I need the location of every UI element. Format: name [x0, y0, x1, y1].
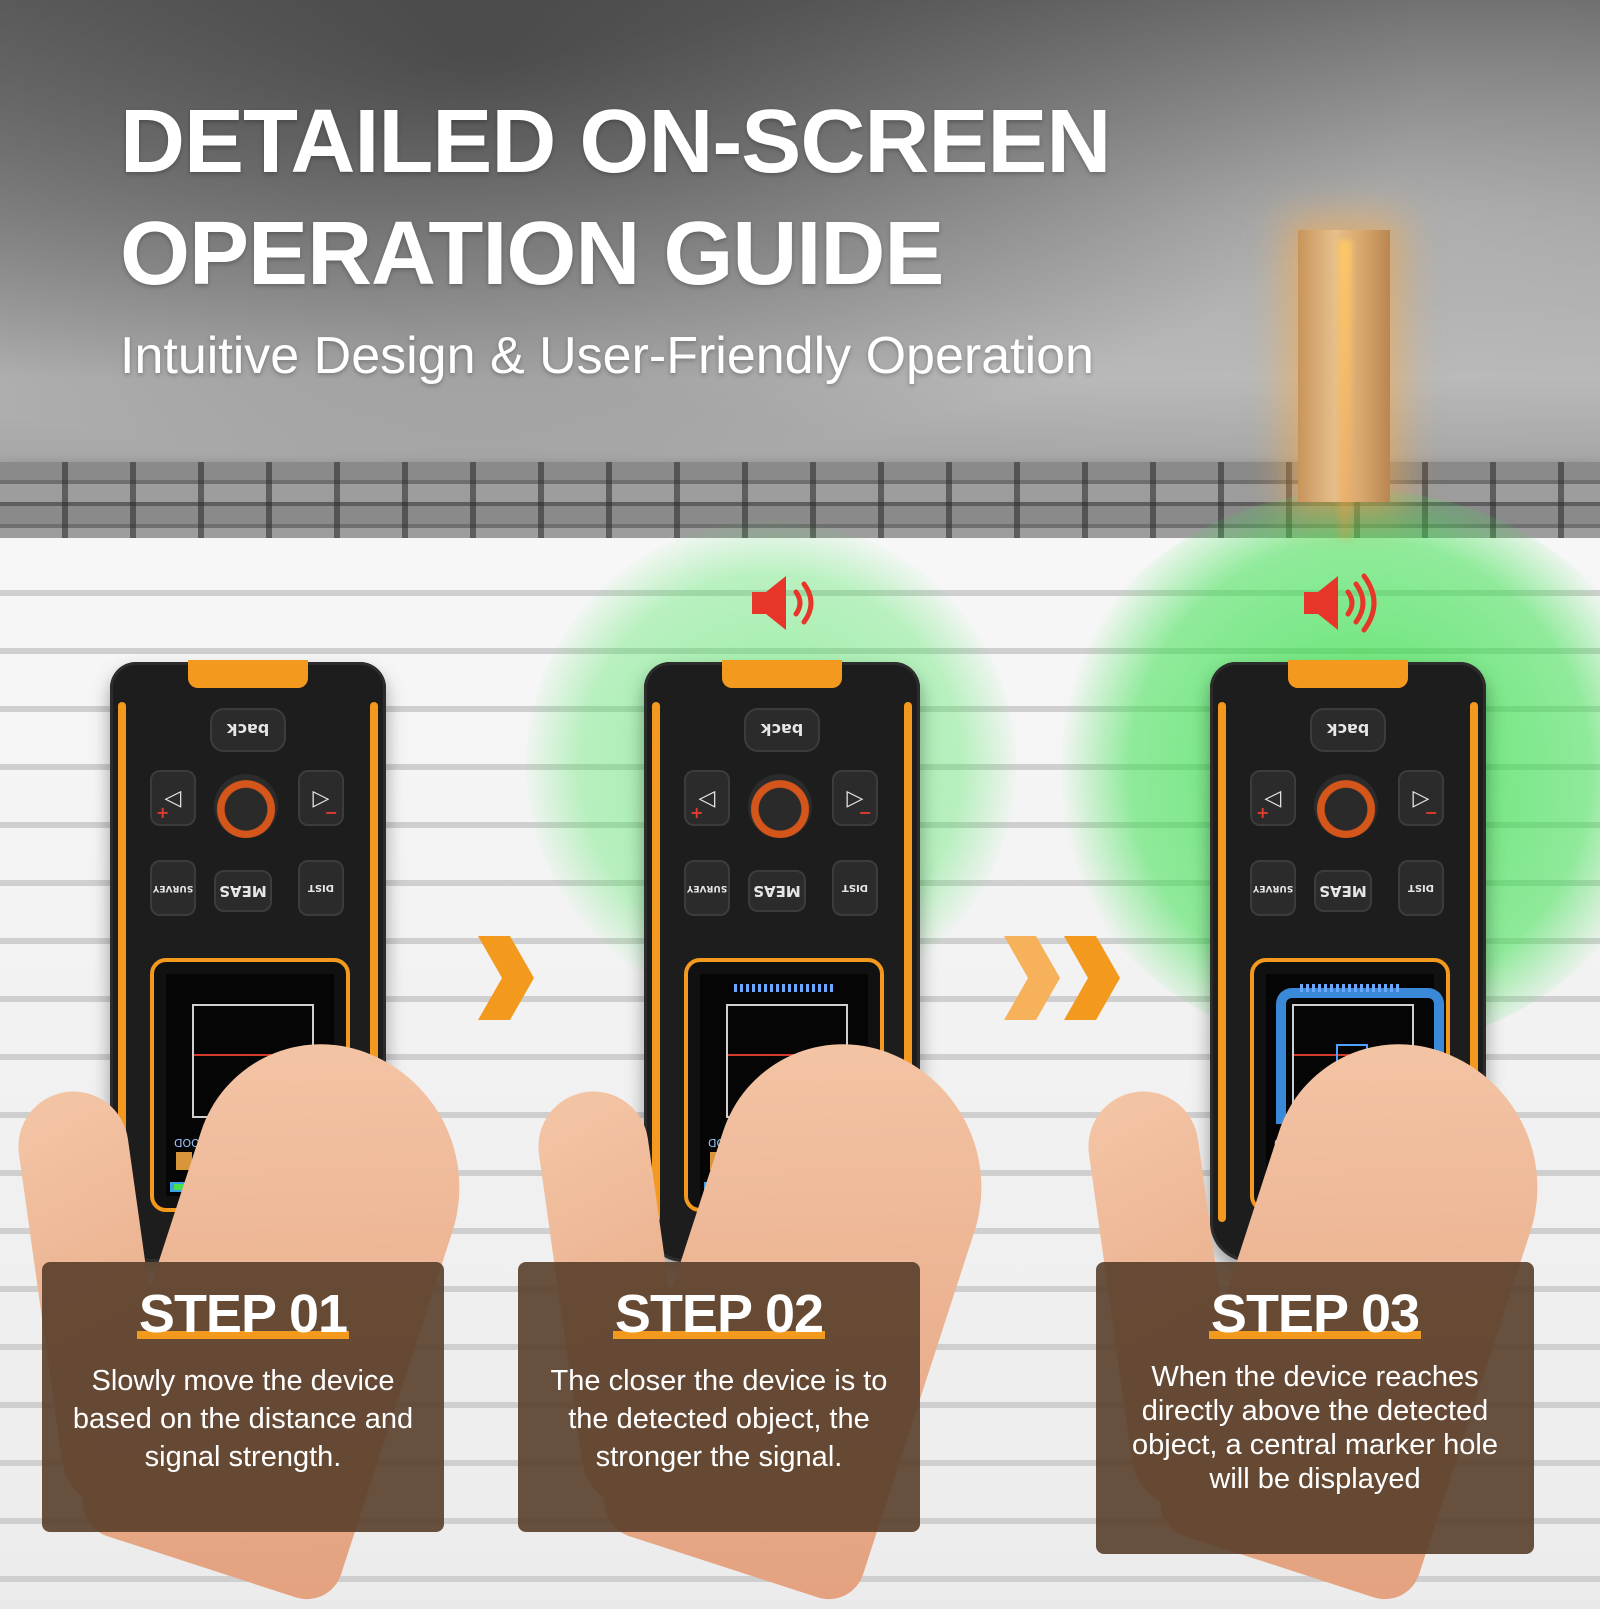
- meas-label: MEAS: [1319, 882, 1367, 900]
- back-button[interactable]: back: [744, 708, 820, 752]
- right-minus-button[interactable]: ▷−: [298, 770, 344, 826]
- speaker-icon: [752, 576, 814, 630]
- step-card-1: STEP 01 Slowly move the device based on …: [42, 1262, 444, 1532]
- power-knob[interactable]: [214, 774, 278, 838]
- minus-icon: −: [858, 803, 872, 822]
- step-title: STEP 01: [136, 1284, 350, 1344]
- device-top-sensor: [188, 660, 308, 688]
- meas-button[interactable]: MEAS: [1314, 870, 1372, 912]
- survey-label: SURVEY: [152, 883, 194, 893]
- power-knob[interactable]: [1314, 774, 1378, 838]
- page-subtitle: Intuitive Design & User-Friendly Operati…: [120, 327, 1094, 385]
- right-arrow-icon: ▷: [312, 785, 330, 811]
- wood-icon: [176, 1152, 192, 1170]
- meas-label: MEAS: [219, 882, 267, 900]
- device-top-sensor: [722, 660, 842, 688]
- signal-strength-bars: [734, 984, 834, 992]
- survey-label: SURVEY: [1252, 883, 1294, 893]
- left-arrow-icon: ◁: [1264, 785, 1282, 811]
- survey-button[interactable]: SURVEY: [684, 860, 730, 916]
- battery-icon: [174, 1184, 186, 1190]
- center-line: [194, 1054, 310, 1056]
- back-label: back: [1326, 720, 1370, 740]
- minus-icon: −: [1424, 803, 1438, 822]
- right-arrow-icon: ▷: [1412, 785, 1430, 811]
- title-line-2: OPERATION GUIDE: [120, 204, 944, 304]
- minus-icon: −: [324, 803, 338, 822]
- dist-label: DIST: [841, 882, 869, 894]
- dist-button[interactable]: DIST: [298, 860, 344, 916]
- survey-button[interactable]: SURVEY: [1250, 860, 1296, 916]
- step-description: The closer the device is to the detected…: [550, 1365, 888, 1473]
- signal-strength-bars: [1300, 984, 1400, 992]
- step-card-3: STEP 03 When the device reaches directly…: [1096, 1262, 1534, 1554]
- title-line-1: DETAILED ON-SCREEN: [120, 92, 1111, 192]
- dist-button[interactable]: DIST: [1398, 860, 1444, 916]
- survey-label: SURVEY: [686, 883, 728, 893]
- back-button[interactable]: back: [210, 708, 286, 752]
- step-title: STEP 02: [612, 1284, 826, 1344]
- wood-stud-glow: [1338, 240, 1352, 540]
- left-arrow-icon: ◁: [698, 785, 716, 811]
- center-line: [728, 1054, 844, 1056]
- right-arrow-icon: ▷: [846, 785, 864, 811]
- left-arrow-icon: ◁: [164, 785, 182, 811]
- page-title: DETAILED ON-SCREEN OPERATION GUIDE: [120, 86, 1260, 310]
- chevron-right-icon: [478, 936, 534, 1020]
- plus-icon: +: [690, 803, 704, 822]
- left-plus-button[interactable]: ◁+: [150, 770, 196, 826]
- meas-button[interactable]: MEAS: [748, 870, 806, 912]
- meas-button[interactable]: MEAS: [214, 870, 272, 912]
- device-edge: [652, 702, 660, 1222]
- power-knob[interactable]: [748, 774, 812, 838]
- device-edge: [904, 702, 912, 1222]
- device-edge: [370, 702, 378, 1222]
- speaker-icon: [1304, 573, 1377, 633]
- back-button[interactable]: back: [1310, 708, 1386, 752]
- plus-icon: +: [1256, 803, 1270, 822]
- meas-label: MEAS: [753, 882, 801, 900]
- left-plus-button[interactable]: ◁+: [684, 770, 730, 826]
- right-minus-button[interactable]: ▷−: [1398, 770, 1444, 826]
- right-minus-button[interactable]: ▷−: [832, 770, 878, 826]
- device-edge: [1218, 702, 1226, 1222]
- back-label: back: [760, 720, 804, 740]
- step-description: When the device reaches directly above t…: [1132, 1361, 1498, 1495]
- survey-button[interactable]: SURVEY: [150, 860, 196, 916]
- step-card-2: STEP 02 The closer the device is to the …: [518, 1262, 920, 1532]
- double-chevron-right-icon: [1004, 936, 1120, 1020]
- back-label: back: [226, 720, 270, 740]
- step-title: STEP 03: [1208, 1284, 1422, 1344]
- plus-icon: +: [156, 803, 170, 822]
- dist-label: DIST: [1407, 882, 1435, 894]
- dist-label: DIST: [307, 882, 335, 894]
- device-edge: [118, 702, 126, 1222]
- device-edge: [1470, 702, 1478, 1222]
- step-description: Slowly move the device based on the dist…: [72, 1365, 414, 1473]
- left-plus-button[interactable]: ◁+: [1250, 770, 1296, 826]
- dist-button[interactable]: DIST: [832, 860, 878, 916]
- device-top-sensor: [1288, 660, 1408, 688]
